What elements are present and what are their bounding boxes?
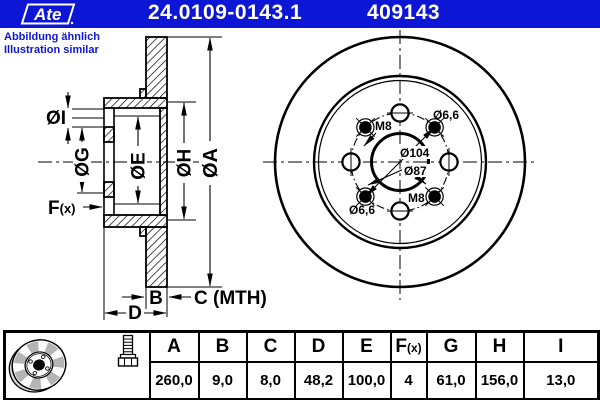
- label-hole-lower: Ø6,6: [349, 203, 375, 217]
- col-header-b: B: [197, 330, 248, 363]
- part-number: 24.0109-0143.1: [148, 1, 303, 24]
- label-c-mth: C (MTH): [194, 288, 267, 309]
- value-c: 8,0: [245, 361, 296, 400]
- label-bolt-circle: Ø104: [400, 146, 430, 160]
- label-dia-i: ØI: [46, 108, 66, 129]
- header-bar: Ate 24.0109-0143.1 409143: [0, 0, 600, 28]
- extension-lines: [72, 36, 222, 320]
- value-b: 9,0: [197, 361, 248, 400]
- col-header-i: I: [522, 330, 600, 363]
- label-f-x: F(x): [48, 198, 76, 219]
- label-d: D: [128, 303, 142, 324]
- note-line-en: Illustration similar: [4, 44, 99, 56]
- col-header-g: G: [425, 330, 477, 363]
- label-b: B: [149, 288, 163, 309]
- table-illustration-cell: [3, 330, 151, 400]
- col-header-c: C: [245, 330, 296, 363]
- value-e: 100,0: [341, 361, 392, 400]
- cross-section-drawing: ØI ØG ØE ØH ØA F(x) B C (MTH) D: [38, 36, 267, 324]
- value-g: 61,0: [425, 361, 477, 400]
- reference-number: 409143: [367, 1, 441, 24]
- col-header-d: D: [293, 330, 344, 363]
- ate-logo-text: Ate: [33, 5, 61, 24]
- dimension-table: A B C D E F(x) G H I 260,0 9,0 8,0 48,2 …: [3, 330, 600, 400]
- value-a: 260,0: [148, 361, 200, 400]
- value-f: 4: [389, 361, 428, 400]
- front-view-drawing: Ø104 Ø87 M8 Ø6,6 M8 Ø6,6: [263, 30, 537, 300]
- value-h: 156,0: [474, 361, 525, 400]
- label-hole-upper: Ø6,6: [433, 108, 459, 122]
- label-dia-e: ØE: [129, 152, 150, 179]
- brake-disc-3d-icon: [8, 339, 67, 393]
- label-dia-a: ØA: [200, 148, 222, 178]
- label-m8-lower: M8: [408, 191, 425, 205]
- col-header-a: A: [148, 330, 200, 363]
- wheel-bolt-icon: [117, 334, 139, 367]
- label-dia-h: ØH: [175, 149, 196, 178]
- col-header-e: E: [341, 330, 392, 363]
- label-center-bore: Ø87: [404, 164, 427, 178]
- value-i: 13,0: [522, 361, 600, 400]
- logo-dot: [70, 21, 74, 25]
- plain-holes: [341, 103, 459, 221]
- col-header-f: F(x): [389, 330, 428, 363]
- note-line-de: Abbildung ähnlich: [4, 31, 100, 43]
- ate-logo: Ate: [20, 3, 76, 25]
- label-m8-upper: M8: [375, 119, 392, 133]
- col-header-h: H: [474, 330, 525, 363]
- label-dia-g: ØG: [73, 147, 94, 177]
- value-d: 48,2: [293, 361, 344, 400]
